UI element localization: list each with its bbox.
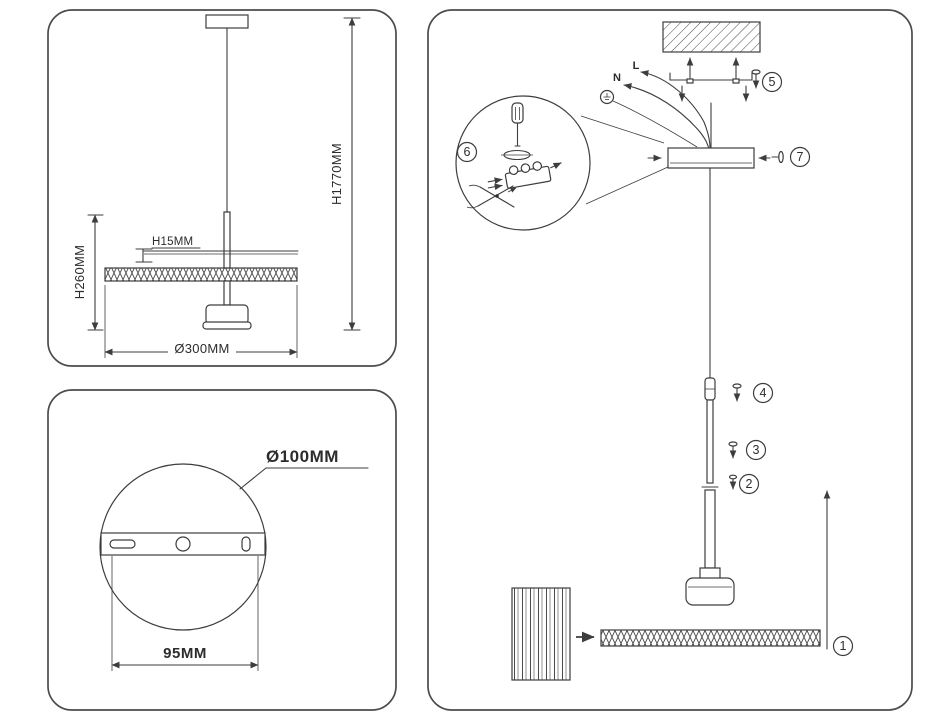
step-marker-5: 5 xyxy=(751,69,783,93)
step-number: 1 xyxy=(840,639,847,653)
lamp-head-rim xyxy=(202,321,252,330)
step-marker-6: 6 xyxy=(456,141,478,163)
upper-stem-rod xyxy=(706,399,714,484)
lower-stem-rod xyxy=(704,489,716,569)
right-slot xyxy=(241,536,251,552)
assembly-lamp-head xyxy=(685,567,735,606)
canopy-body xyxy=(667,147,755,169)
lower-rod xyxy=(223,280,231,306)
ceiling-hatch xyxy=(662,21,761,53)
left-slot xyxy=(109,539,136,549)
wire-stripper-icon xyxy=(466,184,517,209)
textured-shade-strip xyxy=(600,629,821,647)
assembly-canopy xyxy=(647,147,771,169)
lamp-head-body xyxy=(205,304,249,325)
washer-icon xyxy=(501,149,533,161)
screwdriver-icon xyxy=(511,102,524,147)
dim-shade-diameter: Ø300MM xyxy=(104,285,298,358)
dim-fixture-height: H260MM xyxy=(72,214,104,331)
terminal-block-icon xyxy=(487,161,562,191)
side-view-panel: H1770MM H260MM H15MM Ø300MM xyxy=(47,9,397,367)
plate-height-label: H15MM xyxy=(152,236,193,248)
step-marker-2: 2 xyxy=(728,473,760,495)
callout-line-bottom xyxy=(585,166,669,205)
live-wire xyxy=(640,70,711,149)
ground-terminal-icon xyxy=(599,89,615,105)
step-number: 6 xyxy=(464,145,471,159)
shade-diameter-label: Ø300MM xyxy=(174,341,229,356)
packaging-sleeve xyxy=(511,587,571,681)
step-number: 3 xyxy=(753,443,760,457)
step-marker-4: 4 xyxy=(732,382,774,404)
ceiling-screw-left-icon xyxy=(686,57,694,84)
dim-canopy-diameter: Ø100MM xyxy=(239,447,369,490)
screw-icon xyxy=(728,474,738,480)
callout-circle xyxy=(455,95,591,231)
step-number: 5 xyxy=(769,75,776,89)
ceiling-screw-right-icon xyxy=(732,57,740,84)
canopy-diameter-label: Ø100MM xyxy=(266,447,339,466)
step-number: 2 xyxy=(746,477,753,491)
center-hole xyxy=(175,536,191,552)
callout-line-top xyxy=(580,115,665,144)
ceiling-canopy xyxy=(205,14,249,29)
neutral-wire xyxy=(623,83,710,151)
step-number: 4 xyxy=(760,386,767,400)
ground-wire xyxy=(612,100,698,148)
lamp-body xyxy=(685,577,735,606)
canopy-top-drawing xyxy=(99,463,267,631)
neutral-wire-label: N xyxy=(613,72,621,84)
upper-rod xyxy=(223,211,231,269)
dim-hole-spacing: 95MM xyxy=(111,556,259,671)
step-marker-7: 7 xyxy=(771,146,811,168)
screw-icon xyxy=(728,441,738,447)
step-number: 7 xyxy=(797,150,804,164)
fixture-height-label: H260MM xyxy=(72,245,87,300)
overall-height-label: H1770MM xyxy=(329,143,344,205)
live-wire-label: L xyxy=(633,60,640,72)
top-view-panel: Ø100MM 95MM xyxy=(47,389,397,711)
lamp-neck xyxy=(699,567,721,580)
textured-shade-disc xyxy=(104,267,298,282)
step-marker-1: 1 xyxy=(823,490,854,657)
hole-spacing-label: 95MM xyxy=(163,645,207,662)
dim-plate-height: H15MM xyxy=(135,236,201,263)
dim-overall-height: H1770MM xyxy=(329,17,361,331)
detail-callout: 6 xyxy=(455,95,669,231)
step-marker-3: 3 xyxy=(728,439,767,461)
supply-wires: L N xyxy=(599,60,711,151)
assembly-panel: 5 L N 7 xyxy=(427,9,913,711)
pendant-side-drawing xyxy=(104,14,299,330)
screw-icon xyxy=(732,383,742,389)
